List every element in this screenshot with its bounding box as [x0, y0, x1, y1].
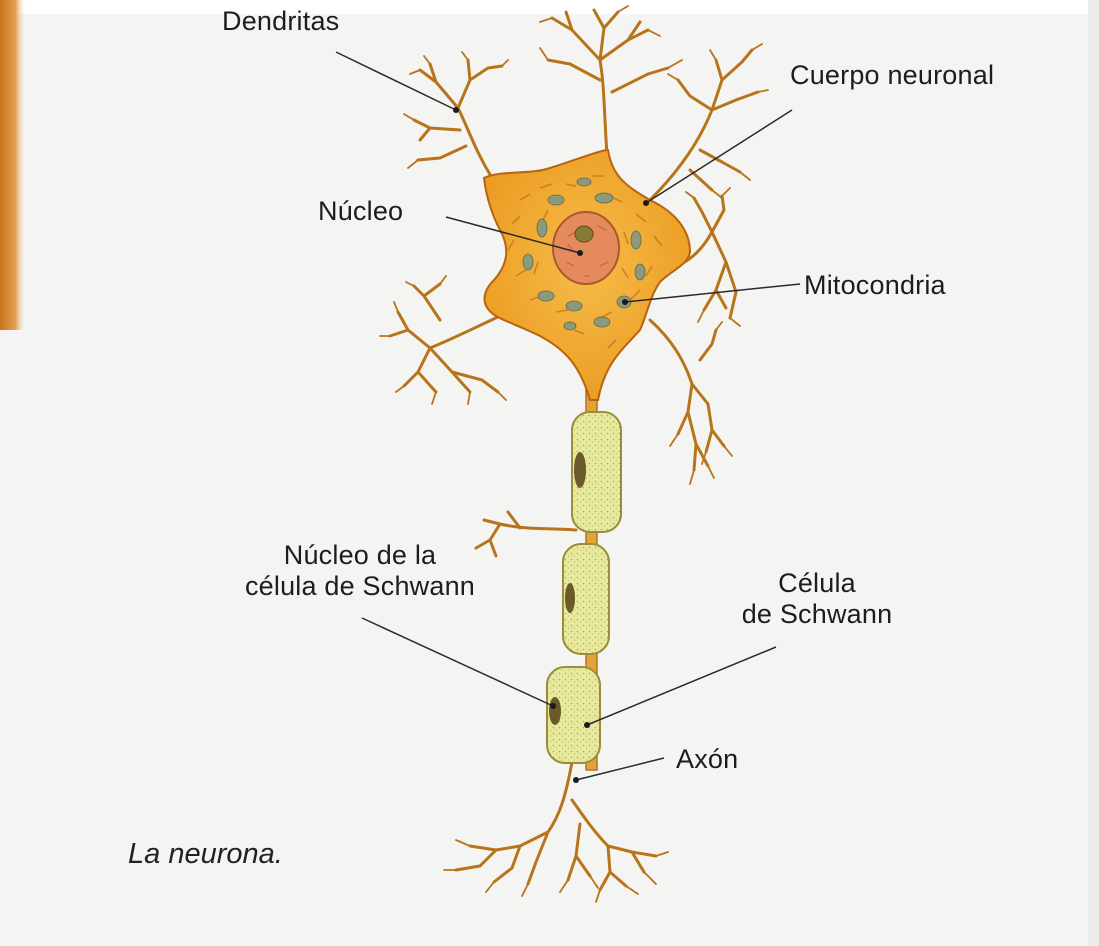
leader-celula-schwann — [587, 647, 776, 725]
label-celula-schwann: Célula de Schwann — [722, 568, 912, 630]
label-dendritas: Dendritas — [222, 6, 339, 37]
label-nucleo-schwann: Núcleo de la célula de Schwann — [196, 540, 524, 602]
schwann-cells — [547, 412, 621, 763]
leader-cuerpo — [646, 110, 792, 203]
schwann-nucleus-3 — [549, 697, 561, 725]
label-nucleo: Núcleo — [318, 196, 403, 227]
label-mitocondria: Mitocondria — [804, 270, 946, 301]
figure-caption: La neurona. — [128, 838, 283, 871]
label-celula-schwann-line1: Célula — [722, 568, 912, 599]
schwann-nucleus-2 — [565, 583, 575, 613]
nucleolus — [575, 226, 593, 242]
label-nucleo-schwann-line1: Núcleo de la — [196, 540, 524, 571]
label-nucleo-schwann-line2: célula de Schwann — [196, 571, 524, 602]
leader-nucleo-schwann — [362, 618, 553, 706]
label-celula-schwann-line2: de Schwann — [722, 599, 912, 630]
schwann-nucleus-1 — [574, 452, 586, 488]
label-axon: Axón — [676, 744, 738, 775]
label-cuerpo-neuronal: Cuerpo neuronal — [790, 60, 994, 91]
leader-dendritas — [336, 52, 456, 110]
